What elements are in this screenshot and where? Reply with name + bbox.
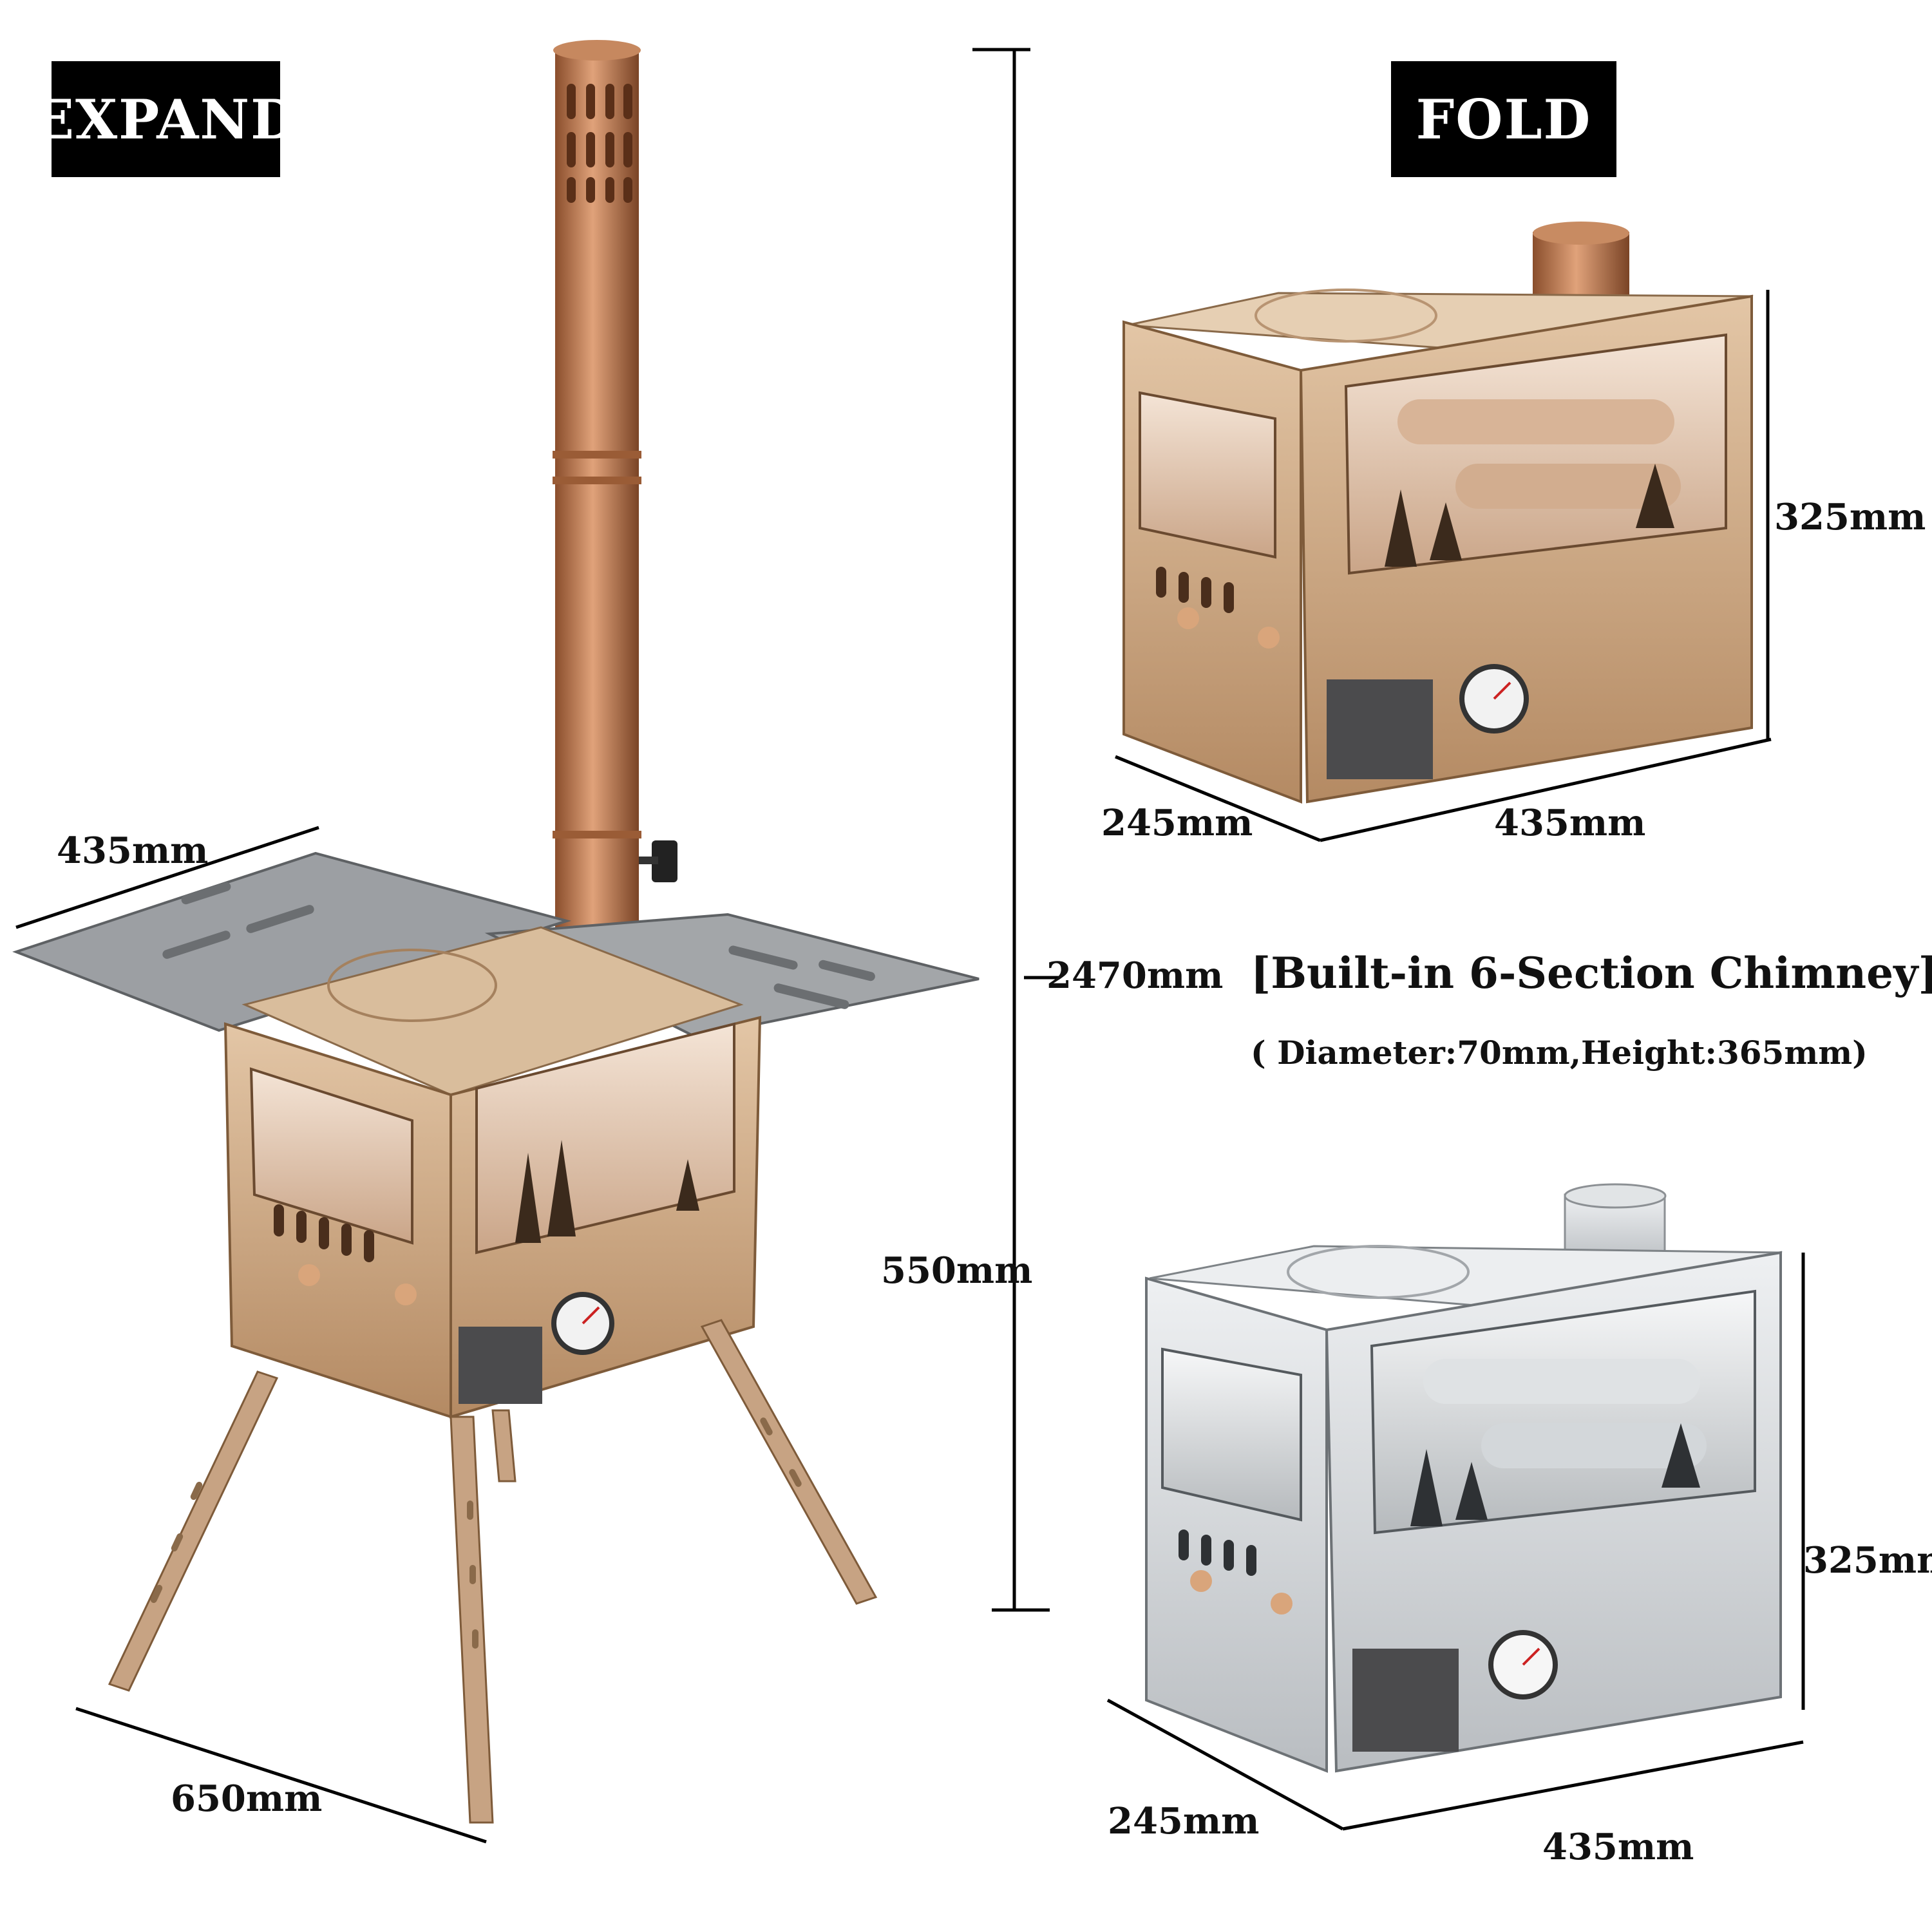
expanded-stove: [12, 40, 980, 1824]
dim-expanded-depth: 650mm: [171, 1777, 323, 1820]
leg-front-right: [450, 1416, 494, 1824]
dim-fold-bottom-width: 435mm: [1542, 1826, 1694, 1868]
leg-back-right: [700, 1319, 878, 1605]
dim-fold-top-height: 325mm: [1774, 496, 1926, 538]
dim-expanded-table-width: 435mm: [57, 829, 209, 872]
dim-fold-top-depth: 245mm: [1101, 802, 1253, 844]
folded-steel-dimension-lines: [1106, 1253, 1805, 1831]
dim-fold-bottom-depth: 245mm: [1108, 1800, 1260, 1842]
fold-label: FOLD: [1391, 61, 1616, 177]
leg-front-left: [108, 1370, 279, 1692]
folded-stove-bronze: [1122, 222, 1754, 804]
expand-label: EXPAND: [33, 61, 298, 177]
folded-bronze-dimension-lines: [1115, 290, 1772, 842]
dim-fold-top-width: 435mm: [1494, 802, 1646, 844]
dim-fold-bottom-height: 325mm: [1803, 1539, 1932, 1582]
dim-expanded-total-height: 2470mm: [1046, 954, 1224, 997]
chimney-specs: ( Diameter:70mm,Height:365mm): [1251, 1034, 1868, 1072]
expanded-dimension-lines: [15, 48, 1059, 1844]
folded-stove-steel: [1145, 1183, 1783, 1773]
dim-expanded-stove-height: 550mm: [881, 1249, 1033, 1292]
chimney-title: [Built-in 6-Section Chimney]: [1251, 948, 1932, 998]
